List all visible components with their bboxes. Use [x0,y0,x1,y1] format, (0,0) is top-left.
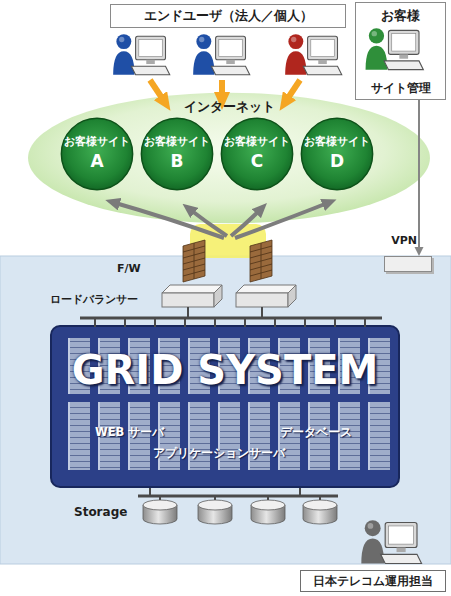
node-text: C [221,152,293,172]
load-balancer-icons-part [214,285,222,307]
node-text: GRID SYSTEM [52,347,398,393]
arrow-head [415,247,424,256]
node-text: D [301,152,373,172]
node-text: インターネット [26,100,432,115]
node-text: 日本テレコム運用担当 [301,575,445,588]
data-center-area [0,256,451,564]
operator-icon [361,520,421,563]
node-text: お客様サイト [297,136,377,149]
node-text: お客様 [356,9,445,24]
node-text: エンドユーザ（法人／個人） [111,9,345,23]
load-balancer-icons-part [236,285,296,293]
end-user-icons [113,34,342,75]
customer-box: お客様サイト管理 [355,2,446,100]
network-bus-part [188,307,262,318]
storage-disks-part [303,500,337,510]
part-label: ロードバランサー [50,292,138,307]
node-text: VPN [391,235,417,248]
firewall-icons-part [250,240,272,282]
firewall-icons-part [183,243,205,279]
site-circle: お客様サイトA [61,118,133,190]
traffic-glow [190,224,266,258]
node-text: お客様サイト [137,136,217,149]
network-bus-part [80,317,382,320]
storage-disks-part [198,500,232,510]
load-balancer-icons-part [236,293,288,307]
circle-shape [301,118,372,189]
node-text: アプリケーションサーバ [153,447,285,460]
end-user-icons-part [193,34,250,75]
firewall-icons-part [183,240,205,282]
network-bus [80,307,382,327]
part-label: Storage [74,505,127,519]
storage-bus-part [150,488,300,496]
internet-cloud: インターネットお客様サイトAお客様サイトBお客様サイトCお客様サイトD [26,92,432,224]
load-balancer-icons-part [288,285,296,307]
load-balancer-icons-part [162,285,222,293]
load-balancer-icons-part [162,293,214,307]
storage-disks-part [251,500,285,510]
load-balancer-icons [162,285,296,307]
operator-box: 日本テレコム運用担当 [300,570,446,592]
node-text: サイト管理 [356,82,445,95]
header-box: エンドユーザ（法人／個人） [110,4,346,28]
end-user-icons-part [113,34,170,75]
storage-bus [138,488,338,504]
part-label: F/W [117,262,141,275]
site-circle: お客様サイトD [301,118,373,190]
firewall-icons [183,240,272,282]
firewall-icons-part [250,243,272,279]
node-text: WEB サーバ [95,426,164,439]
node-text: お客様サイト [217,136,297,149]
circle-shape [61,118,132,189]
storage-disks-part [143,505,177,524]
storage-bus-part [138,495,338,498]
grid-system-panel: GRID SYSTEM WEB サーバ データベースアプリケーションサーバ [50,325,400,488]
site-circle: お客様サイトB [141,118,213,190]
node-text: お客様サイト [57,136,137,149]
storage-disks [143,500,337,524]
circle-shape [221,118,292,189]
circle-shape [141,118,212,189]
customer-icon [366,28,424,69]
site-circle: お客様サイトC [221,118,293,190]
storage-bus-part [160,496,320,504]
vpn-device: VPN [384,256,432,272]
storage-disks-part [198,505,232,524]
end-user-icons-part [285,34,342,75]
node-text: B [141,152,213,172]
storage-disks-part [303,505,337,524]
node-text: A [61,152,133,172]
node-text: データベース [280,426,352,439]
storage-disks-part [143,500,177,510]
storage-disks-part [251,505,285,524]
